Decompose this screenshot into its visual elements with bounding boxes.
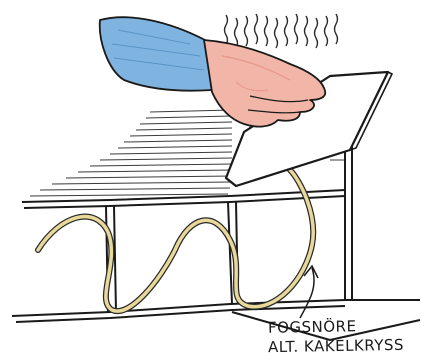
cord-label-line-2: ALT. KAKELKRYSS — [268, 338, 404, 355]
cord-label-line-1: FOGSNÖRE — [268, 319, 357, 336]
sleeve — [100, 17, 212, 90]
grout-cord — [38, 170, 313, 311]
pressure-lines — [225, 14, 338, 48]
